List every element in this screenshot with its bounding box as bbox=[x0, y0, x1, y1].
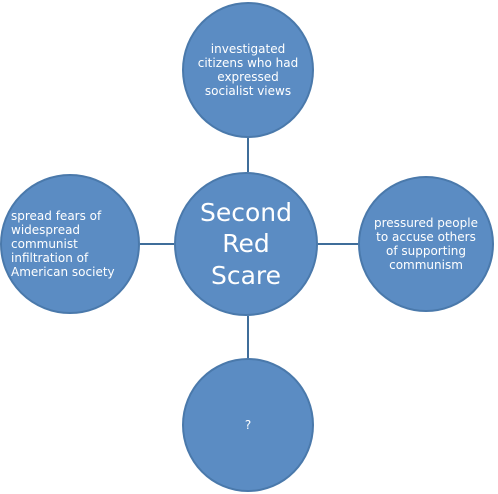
node-top-label: investigated citizens who had expressed … bbox=[197, 41, 299, 99]
node-center: Second Red Scare bbox=[174, 172, 318, 316]
node-left-label: spread fears of widespread communist inf… bbox=[11, 208, 115, 280]
node-right-label: pressured people to accuse others of sup… bbox=[374, 215, 478, 273]
node-right: pressured people to accuse others of sup… bbox=[358, 176, 494, 312]
connector-bottom bbox=[247, 316, 249, 358]
center-label: Second Red Scare bbox=[199, 198, 292, 290]
node-bottom-label: ? bbox=[244, 417, 252, 432]
connector-top bbox=[247, 138, 249, 172]
connector-right bbox=[318, 243, 358, 245]
node-bottom: ? bbox=[182, 358, 314, 492]
node-top: investigated citizens who had expressed … bbox=[182, 2, 314, 138]
connector-left bbox=[140, 243, 174, 245]
node-left: spread fears of widespread communist inf… bbox=[0, 174, 140, 314]
